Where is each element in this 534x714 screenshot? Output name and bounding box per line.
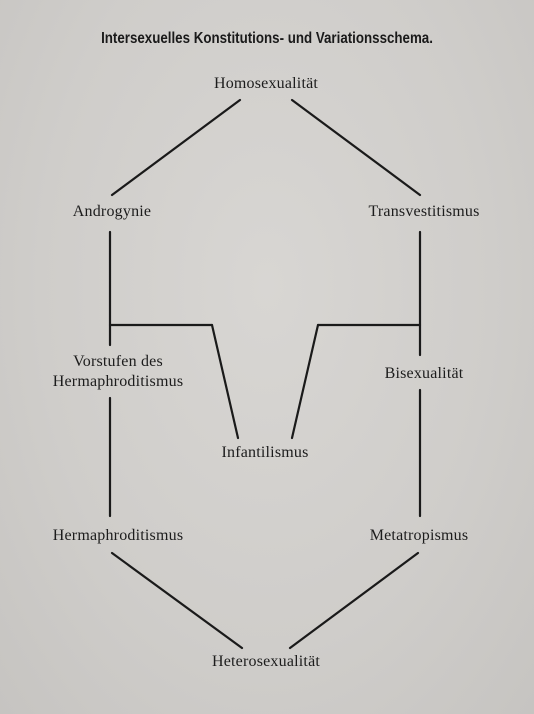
node-bisexualitaet: Bisexualität (384, 365, 464, 382)
node-homosexualitaet: Homosexualität (213, 75, 319, 92)
edge-homo-transvestitismus (290, 98, 422, 197)
node-heterosexualitaet: Heterosexualität (211, 653, 321, 670)
node-infantilismus: Infantilismus (221, 444, 309, 461)
edge-homo-androgynie (110, 98, 242, 197)
node-vorstufen-line1: Vorstufen des (73, 353, 163, 370)
edge-right-branch-diagonal (290, 323, 320, 440)
edge-left-branch-diagonal (210, 323, 240, 440)
diagram-title: Intersexuelles Konstitutions- und Variat… (101, 30, 433, 47)
node-vorstufen-des-hermaphroditismus: Vorstufen des Hermaphroditismus (53, 352, 184, 392)
edge-metatropismus-hetero (288, 551, 420, 650)
node-transvestitismus: Transvestitismus (368, 203, 480, 220)
node-metatropismus: Metatropismus (369, 527, 469, 544)
edge-hermaphroditismus-hetero (110, 551, 244, 650)
node-hermaphroditismus: Hermaphroditismus (52, 527, 184, 544)
node-vorstufen-line2: Hermaphroditismus (52, 373, 184, 390)
node-androgynie: Androgynie (72, 203, 152, 220)
